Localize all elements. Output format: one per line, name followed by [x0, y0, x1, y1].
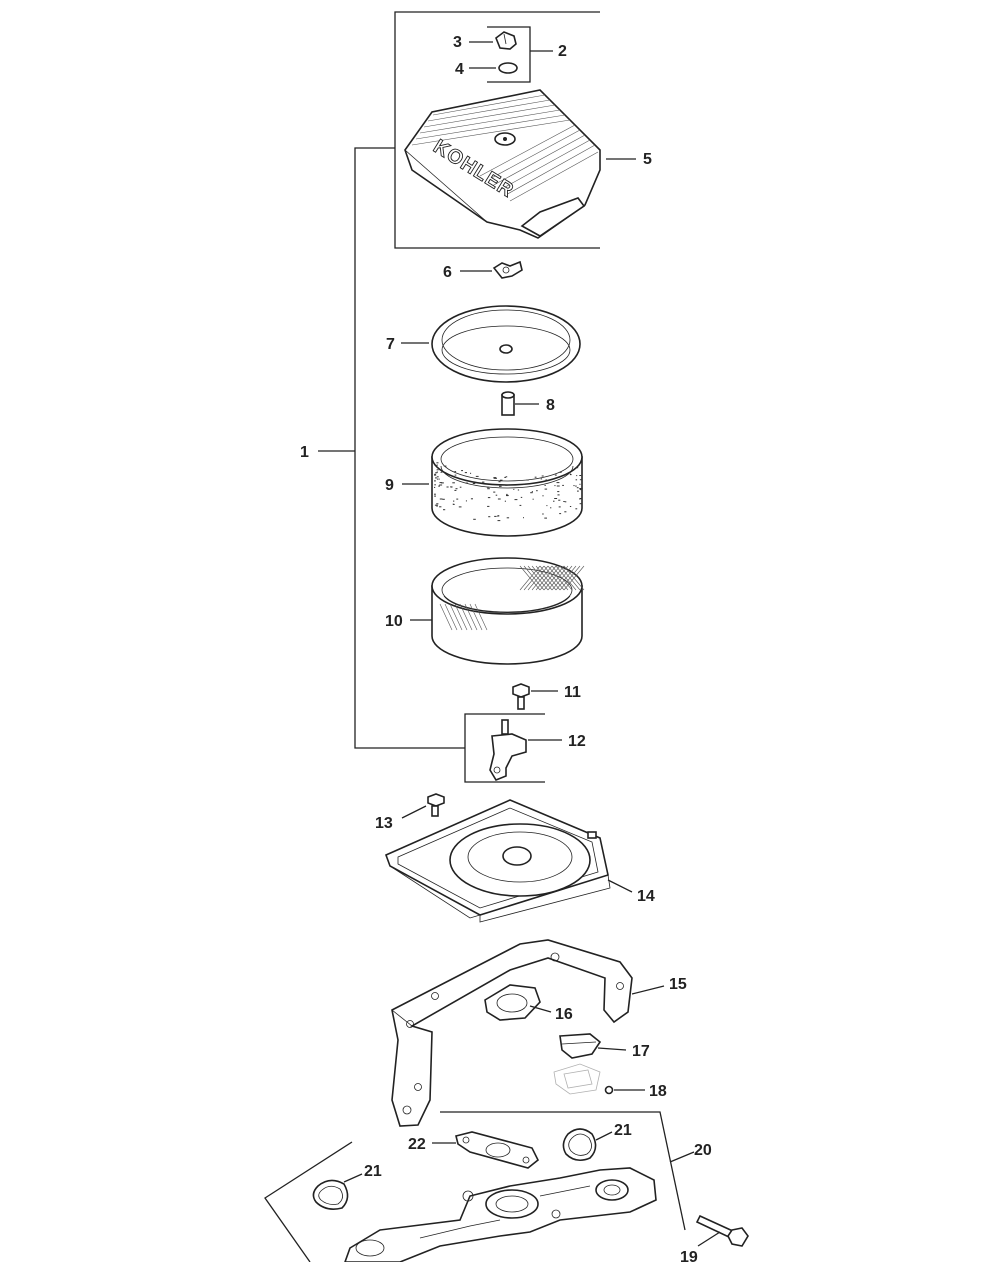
gasket-22-part: [455, 1131, 540, 1169]
callout-15: 15: [669, 976, 687, 993]
spacer-part: [501, 391, 515, 416]
callout-11: 11: [564, 684, 581, 701]
callout-17: 17: [632, 1043, 650, 1060]
callout-4: 4: [455, 61, 464, 78]
air-cleaner-cover-part: KOHLER: [404, 89, 601, 239]
element-cover-part: [431, 305, 581, 383]
intake-manifold-part: [344, 1167, 657, 1262]
callout-21-upper: 21: [614, 1122, 632, 1139]
callout-14: 14: [637, 888, 655, 905]
pre-cleaner-part: [431, 428, 583, 537]
group-box-20: [264, 1111, 686, 1262]
group-bracket-1: [318, 147, 465, 749]
callout-13: 13: [375, 815, 393, 832]
o-ring-part: [498, 62, 518, 74]
callout-6: 6: [443, 264, 452, 281]
seal-21-lower-part: [312, 1179, 349, 1210]
callout-20: 20: [694, 1142, 712, 1159]
group-box-top: [394, 11, 600, 249]
screw-13-part: [427, 793, 445, 817]
callout-labels: 1 2 3 4 5 6 7 8 9 10 11 12 13 14 15 16 1…: [300, 34, 712, 1262]
callout-9: 9: [385, 477, 394, 494]
callout-21-lower: 21: [364, 1163, 382, 1180]
callout-8: 8: [546, 397, 555, 414]
wing-nut-part: [492, 260, 523, 279]
bracket-12-part: [489, 719, 527, 781]
gasket-16-part: [484, 984, 541, 1021]
callout-18: 18: [649, 1083, 667, 1100]
air-filter-element-part: [431, 557, 585, 665]
callout-12: 12: [568, 733, 586, 750]
leader-lines: [343, 41, 721, 1247]
callout-22: 22: [408, 1136, 426, 1153]
callout-2: 2: [558, 43, 567, 60]
bolt-11-part: [512, 683, 530, 710]
callout-10: 10: [385, 613, 403, 630]
group-box-12: [464, 713, 545, 783]
screw-18-part: [604, 1085, 614, 1095]
group-box-2: [487, 26, 553, 83]
bolt-19-part: [695, 1214, 749, 1247]
callout-16: 16: [555, 1006, 573, 1023]
callout-19: 19: [680, 1249, 698, 1262]
hidden-gasket-outline: [553, 1063, 601, 1095]
seal-21-upper-part: [562, 1128, 597, 1162]
vent-cap-part: [495, 31, 517, 50]
base-plate-part: [384, 799, 611, 923]
callout-3: 3: [453, 34, 462, 51]
callout-7: 7: [386, 336, 395, 353]
callout-5: 5: [643, 151, 652, 168]
plug-17-part: [559, 1033, 602, 1059]
callout-1: 1: [300, 444, 309, 461]
mounting-bracket-part: [391, 939, 633, 1127]
